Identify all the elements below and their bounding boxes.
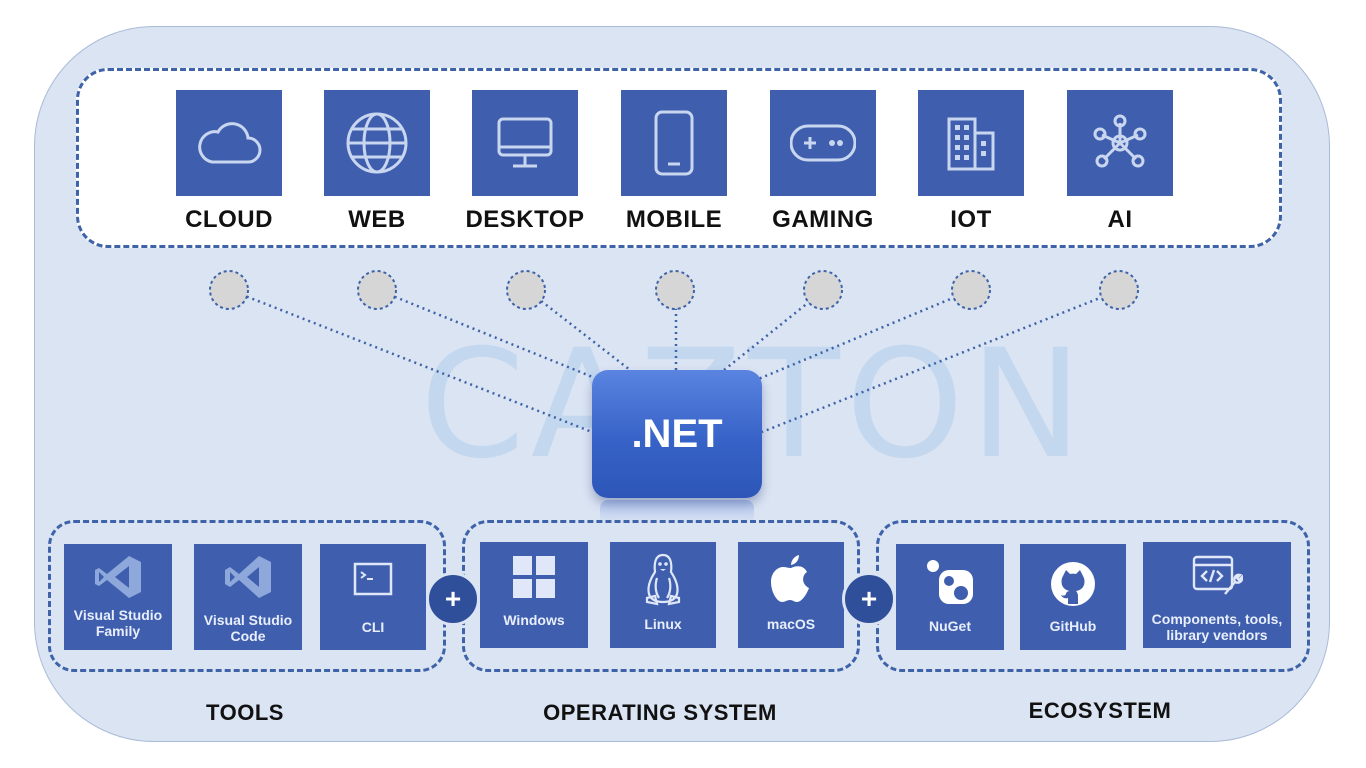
tile-macos: macOS xyxy=(738,542,844,648)
workload-label-ai: AI xyxy=(1107,206,1133,233)
connector-line-web xyxy=(377,288,601,382)
workload-label-gaming: GAMING xyxy=(772,206,874,233)
vscode-icon xyxy=(225,556,271,598)
tile-windows: Windows xyxy=(480,542,588,648)
eco-label-github: GitHub xyxy=(1049,618,1097,634)
plus-connector-tools-os: + xyxy=(426,572,480,626)
monitor-icon xyxy=(497,117,553,168)
gamepad-icon xyxy=(790,124,856,162)
workload-label-iot: IOT xyxy=(950,206,992,233)
tile-iot xyxy=(918,90,1024,196)
connector-node-ai xyxy=(1099,270,1139,310)
phone-icon xyxy=(654,110,694,176)
connector-line-iot xyxy=(755,288,973,382)
connector-node-gaming xyxy=(803,270,843,310)
eco-label-components: Components, tools, library vendors xyxy=(1151,611,1283,643)
apple-icon xyxy=(771,555,809,602)
tile-github: GitHub xyxy=(1020,544,1126,650)
dotnet-hub: .NET xyxy=(592,370,762,498)
connector-node-desktop xyxy=(506,270,546,310)
workload-label-cloud: CLOUD xyxy=(185,206,273,233)
terminal-icon xyxy=(353,562,393,596)
connector-node-mobile xyxy=(655,270,695,310)
connector-node-cloud xyxy=(209,270,249,310)
tile-ai xyxy=(1067,90,1173,196)
tile-nuget: NuGet xyxy=(896,544,1004,650)
os-label-linux: Linux xyxy=(644,616,682,632)
tool-label-cli: CLI xyxy=(361,619,385,635)
connector-line-desktop xyxy=(526,289,631,371)
cloud-icon xyxy=(198,122,262,164)
tile-cloud xyxy=(176,90,282,196)
tile-web xyxy=(324,90,430,196)
github-icon xyxy=(1051,562,1095,606)
tool-label-visual-studio: Visual Studio Family xyxy=(73,607,163,639)
building-icon xyxy=(947,117,995,171)
tile-mobile xyxy=(621,90,727,196)
tile-vscode: Visual Studio Code xyxy=(194,544,302,650)
connector-line-ai xyxy=(761,288,1121,434)
section-title-ecosystem: ECOSYSTEM xyxy=(1028,698,1172,723)
windows-icon xyxy=(513,556,555,598)
workload-label-mobile: MOBILE xyxy=(625,206,723,233)
globe-icon xyxy=(346,112,408,174)
connector-line-cloud xyxy=(229,288,593,434)
eco-label-nuget: NuGet xyxy=(929,618,971,634)
workload-label-web: WEB xyxy=(348,206,406,233)
tile-cli: CLI xyxy=(320,544,426,650)
section-title-tools: TOOLS xyxy=(206,700,284,725)
plus-connector-os-ecosystem: + xyxy=(842,572,896,626)
visual-studio-icon xyxy=(95,556,141,598)
code-wrench-icon xyxy=(1192,555,1243,595)
network-icon xyxy=(1093,114,1147,168)
tile-visual-studio: Visual Studio Family xyxy=(64,544,172,650)
nuget-icon xyxy=(927,560,973,604)
tile-desktop xyxy=(472,90,578,196)
workload-label-desktop: DESKTOP xyxy=(465,206,585,233)
tile-linux: Linux xyxy=(610,542,716,648)
connector-node-iot xyxy=(951,270,991,310)
linux-icon xyxy=(645,553,681,606)
tile-components: Components, tools, library vendors xyxy=(1143,542,1291,648)
section-title-os: OPERATING SYSTEM xyxy=(543,700,777,725)
tool-label-vscode: Visual Studio Code xyxy=(203,612,293,644)
os-label-windows: Windows xyxy=(503,612,565,628)
tile-gaming xyxy=(770,90,876,196)
dotnet-label: .NET xyxy=(631,411,723,456)
connector-node-web xyxy=(357,270,397,310)
os-label-macos: macOS xyxy=(766,616,816,632)
